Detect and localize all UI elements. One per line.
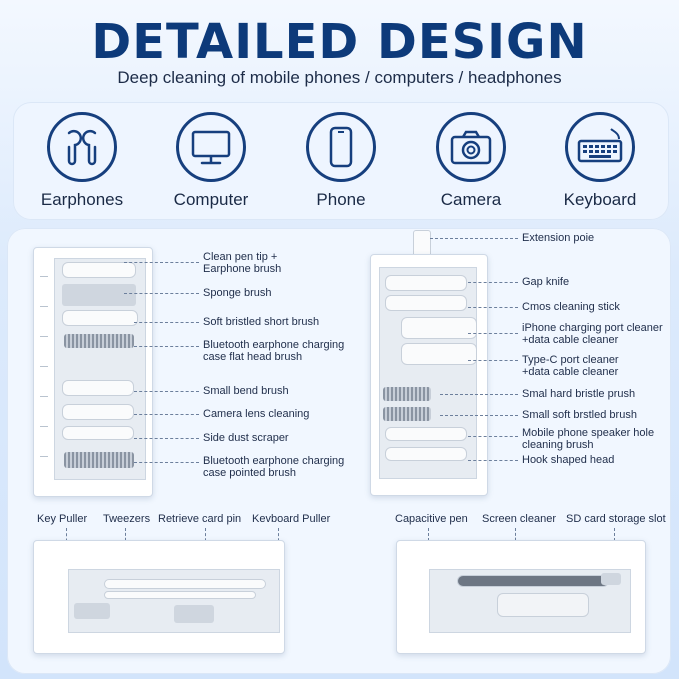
soft-bristle-brush-tool [383, 407, 431, 421]
pen-tip-tool [62, 262, 136, 278]
hook-head-tool [385, 447, 467, 461]
label-camera-lens-cleaning: Camera lens cleaning [203, 408, 310, 420]
gap-knife-tool [385, 275, 467, 291]
page-title: DETAILED DESIGN [91, 14, 588, 70]
left-tool-case [33, 247, 153, 497]
page-subtitle: Deep cleaning of mobile phones / compute… [117, 68, 562, 87]
label-small-bend-brush: Small bend brush [203, 385, 289, 397]
camera-icon [436, 112, 506, 182]
label-flat-head-brush: Bluetooth earphone charging case flat he… [203, 339, 345, 363]
iphone-port-cleaner-tool [401, 317, 477, 339]
device-phone: Phone [286, 112, 396, 210]
label-side-dust-scraper: Side dust scraper [203, 432, 289, 444]
capacitive-pen-tool [457, 575, 609, 587]
right-tool-case [370, 254, 488, 496]
device-earphones: Earphones [27, 112, 137, 210]
device-label: Computer [173, 190, 249, 209]
label-sponge-brush: Sponge brush [203, 287, 272, 299]
lens-cleaning-tool [62, 404, 134, 420]
device-label: Keyboard [563, 190, 637, 209]
label-tweezers: Tweezers [103, 513, 151, 525]
tweezers-tool [104, 579, 266, 589]
phone-icon [306, 112, 376, 182]
label-soft-bristle-brush: Small soft brstled brush [522, 409, 637, 421]
flat-head-brush-tool [64, 334, 134, 348]
label-keyboard-puller: Kevboard Puller [252, 513, 331, 525]
label-retrieve-card-pin: Retrieve card pin [158, 513, 242, 525]
bend-brush-tool [62, 380, 134, 396]
label-soft-bristled-short-brush: Soft bristled short brush [203, 316, 320, 328]
sd-card-slot [601, 573, 621, 585]
label-pointed-brush: Bluetooth earphone charging case pointed… [203, 455, 345, 479]
short-brush-tool [62, 310, 138, 326]
typec-port-cleaner-tool [401, 343, 477, 365]
earphones-icon [47, 112, 117, 182]
dust-scraper-tool [62, 426, 134, 440]
label-screen-cleaner: Screen cleaner [482, 513, 556, 525]
device-icons-panel: Earphones Computer Phone [13, 102, 669, 220]
label-cmos-cleaning-stick: Cmos cleaning stick [522, 301, 620, 313]
device-label: Earphones [40, 190, 124, 209]
screen-cleaner-tool [497, 593, 589, 617]
key-puller-tool [74, 603, 110, 619]
device-computer: Computer [156, 112, 266, 210]
device-keyboard: Keyboard [545, 112, 655, 210]
device-camera: Camera [416, 112, 526, 210]
hard-bristle-brush-tool [383, 387, 431, 401]
pointed-brush-tool [64, 452, 134, 468]
card-pin-tool [104, 591, 256, 599]
label-hard-bristle-brush: Smal hard bristle prush [522, 388, 636, 400]
label-extension-pole: Extension poie [522, 232, 595, 244]
label-clean-pen-tip: Clean pen tip + Earphone brush [203, 251, 282, 275]
label-iphone-port-cleaner: iPhone charging port cleaner +data cable… [522, 322, 663, 346]
sponge-brush-tool [62, 284, 136, 306]
keyboard-icon [565, 112, 635, 182]
bottom-left-case [33, 540, 285, 654]
cmos-stick-tool [385, 295, 467, 311]
label-speaker-hole-brush: Mobile phone speaker hole cleaning brush [522, 427, 655, 451]
computer-icon [176, 112, 246, 182]
label-key-puller: Key Puller [37, 513, 88, 525]
label-gap-knife: Gap knife [522, 276, 570, 288]
keyboard-puller-tool [174, 605, 214, 623]
label-hook-shaped-head: Hook shaped head [522, 454, 615, 466]
device-label: Camera [440, 190, 502, 209]
speaker-hole-brush-tool [385, 427, 467, 441]
label-typec-port-cleaner: Type-C port cleaner +data cable cleaner [522, 354, 619, 378]
label-sd-card-storage-slot: SD card storage slot [566, 513, 666, 525]
label-capacitive-pen: Capacitive pen [395, 513, 468, 525]
bottom-right-case [396, 540, 646, 654]
device-label: Phone [316, 190, 366, 209]
